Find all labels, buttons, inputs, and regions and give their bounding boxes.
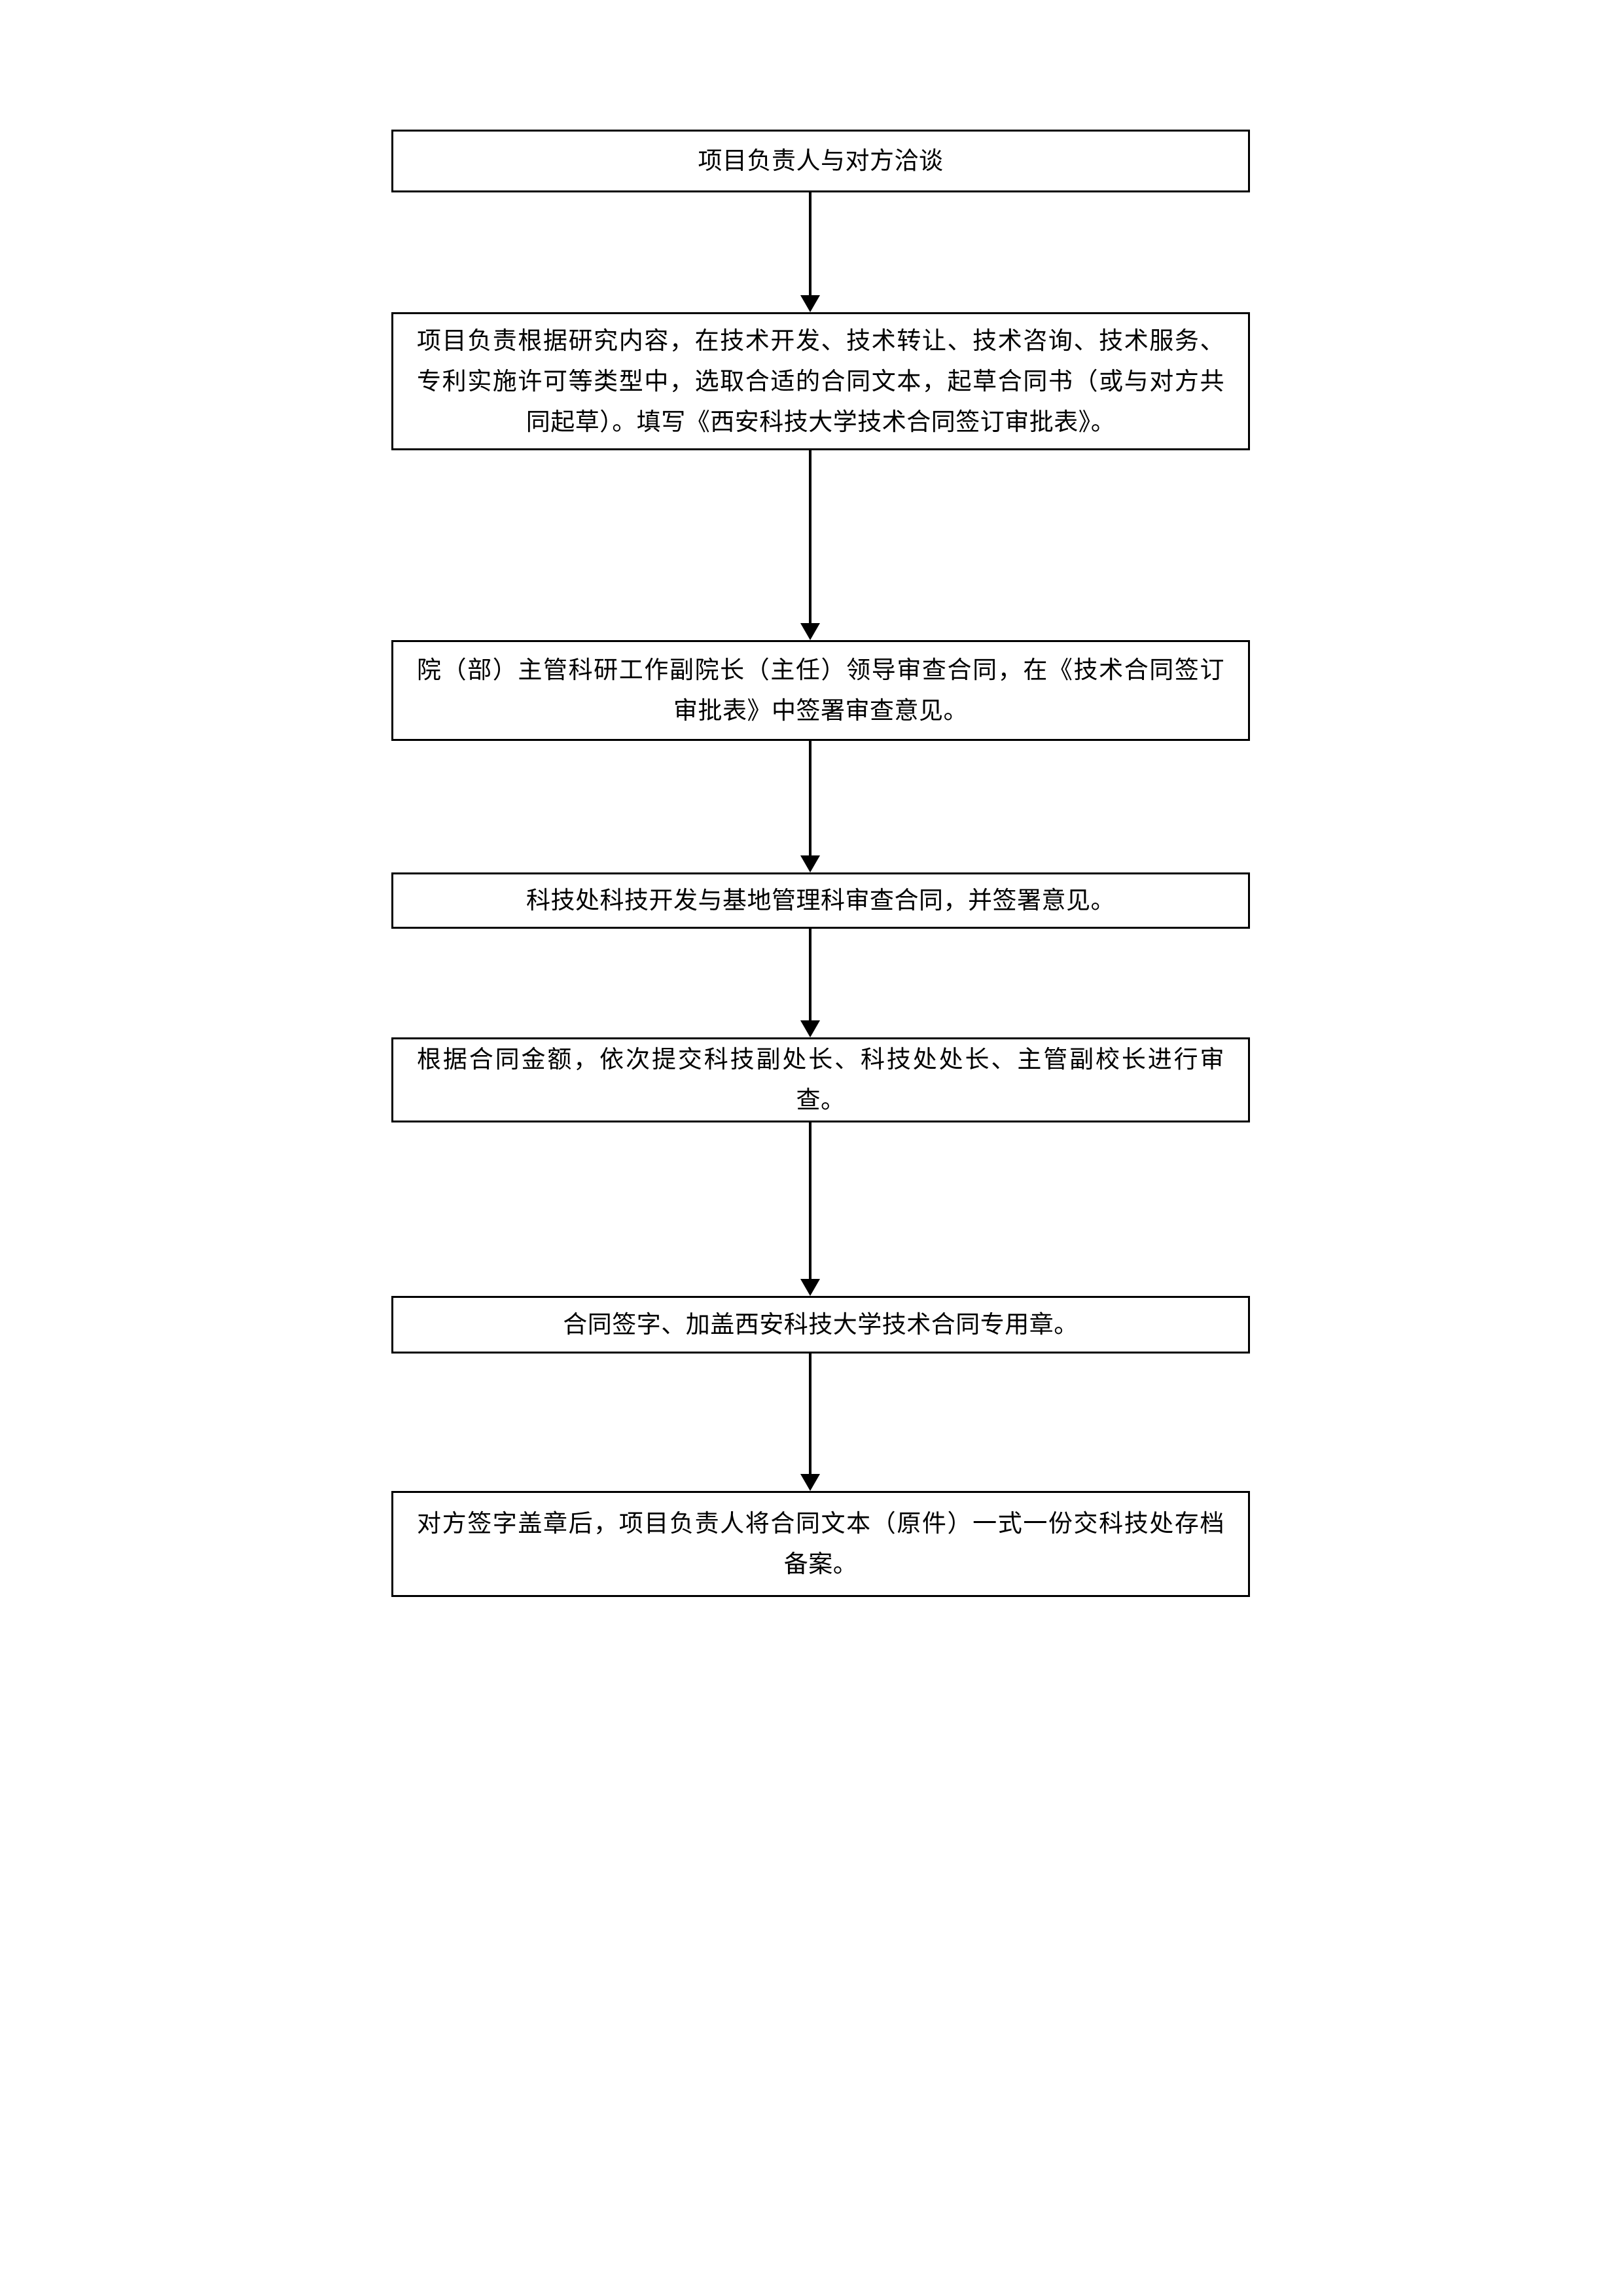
connector-line bbox=[809, 450, 812, 623]
process-box-step-6[interactable]: 合同签字、加盖西安科技大学技术合同专用章。 bbox=[391, 1296, 1250, 1354]
connector-arrow-1 bbox=[800, 192, 820, 312]
process-box-step-1[interactable]: 项目负责人与对方洽谈 bbox=[391, 130, 1250, 192]
arrowhead-down-icon bbox=[800, 295, 820, 312]
process-box-step-4[interactable]: 科技处科技开发与基地管理科审查合同，并签署意见。 bbox=[391, 872, 1250, 929]
process-box-label: 根据合同金额，依次提交科技副处长、科技处处长、主管副校长进行审查。 bbox=[417, 1045, 1224, 1114]
arrowhead-down-icon bbox=[800, 1020, 820, 1037]
process-box-label: 项目负责根据研究内容，在技术开发、技术转让、技术咨询、技术服务、专利实施许可等类… bbox=[417, 326, 1224, 436]
process-box-label: 科技处科技开发与基地管理科审查合同，并签署意见。 bbox=[526, 886, 1115, 914]
connector-arrow-6 bbox=[800, 1354, 820, 1491]
process-box-label: 对方签字盖章后，项目负责人将合同文本（原件）一式一份交科技处存档备案。 bbox=[417, 1509, 1224, 1578]
connector-arrow-3 bbox=[800, 741, 820, 872]
arrowhead-down-icon bbox=[800, 623, 820, 640]
arrowhead-down-icon bbox=[800, 1474, 820, 1491]
connector-line bbox=[809, 192, 812, 295]
arrowhead-down-icon bbox=[800, 855, 820, 872]
process-box-label: 合同签字、加盖西安科技大学技术合同专用章。 bbox=[563, 1310, 1079, 1338]
arrowhead-down-icon bbox=[800, 1279, 820, 1296]
connector-line bbox=[809, 1354, 812, 1474]
connector-line bbox=[809, 741, 812, 855]
connector-line bbox=[809, 929, 812, 1020]
process-box-label: 项目负责人与对方洽谈 bbox=[698, 147, 944, 175]
process-box-step-7[interactable]: 对方签字盖章后，项目负责人将合同文本（原件）一式一份交科技处存档备案。 bbox=[391, 1491, 1250, 1597]
connector-arrow-2 bbox=[800, 450, 820, 640]
connector-arrow-4 bbox=[800, 929, 820, 1037]
connector-arrow-5 bbox=[800, 1122, 820, 1296]
process-box-step-5[interactable]: 根据合同金额，依次提交科技副处长、科技处处长、主管副校长进行审查。 bbox=[391, 1037, 1250, 1122]
connector-line bbox=[809, 1122, 812, 1279]
process-box-label: 院（部）主管科研工作副院长（主任）领导审查合同，在《技术合同签订审批表》中签署审… bbox=[417, 656, 1224, 725]
process-box-step-2[interactable]: 项目负责根据研究内容，在技术开发、技术转让、技术咨询、技术服务、专利实施许可等类… bbox=[391, 312, 1250, 450]
process-box-step-3[interactable]: 院（部）主管科研工作副院长（主任）领导审查合同，在《技术合同签订审批表》中签署审… bbox=[391, 640, 1250, 741]
